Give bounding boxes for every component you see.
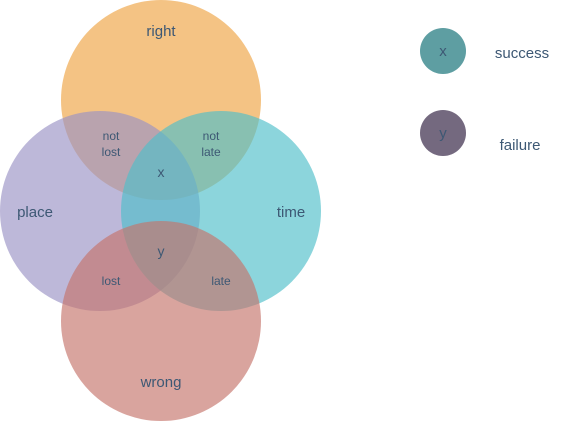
legend-swatch-success	[420, 28, 466, 74]
circle-wrong	[61, 221, 261, 421]
region-not-late-line1: not	[203, 129, 220, 143]
legend-symbol-x: x	[439, 43, 447, 60]
label-time: time	[277, 204, 305, 221]
legend-item-failure: y failure	[420, 110, 540, 156]
region-not-lost-line1: not	[103, 129, 120, 143]
region-late: late	[211, 274, 231, 288]
legend-swatch-failure	[420, 110, 466, 156]
region-not-late-line2: late	[201, 145, 221, 159]
legend: x success y failure	[420, 28, 549, 156]
label-place: place	[17, 204, 53, 221]
region-y: y	[158, 243, 165, 259]
legend-label-success: success	[495, 45, 549, 62]
legend-label-failure: failure	[500, 137, 541, 154]
legend-item-success: x success	[420, 28, 549, 74]
region-not-lost-line2: lost	[102, 145, 121, 159]
label-wrong: wrong	[140, 374, 182, 391]
legend-symbol-y: y	[439, 125, 447, 142]
label-right: right	[146, 23, 176, 40]
region-x: x	[158, 164, 165, 180]
region-lost: lost	[102, 274, 121, 288]
